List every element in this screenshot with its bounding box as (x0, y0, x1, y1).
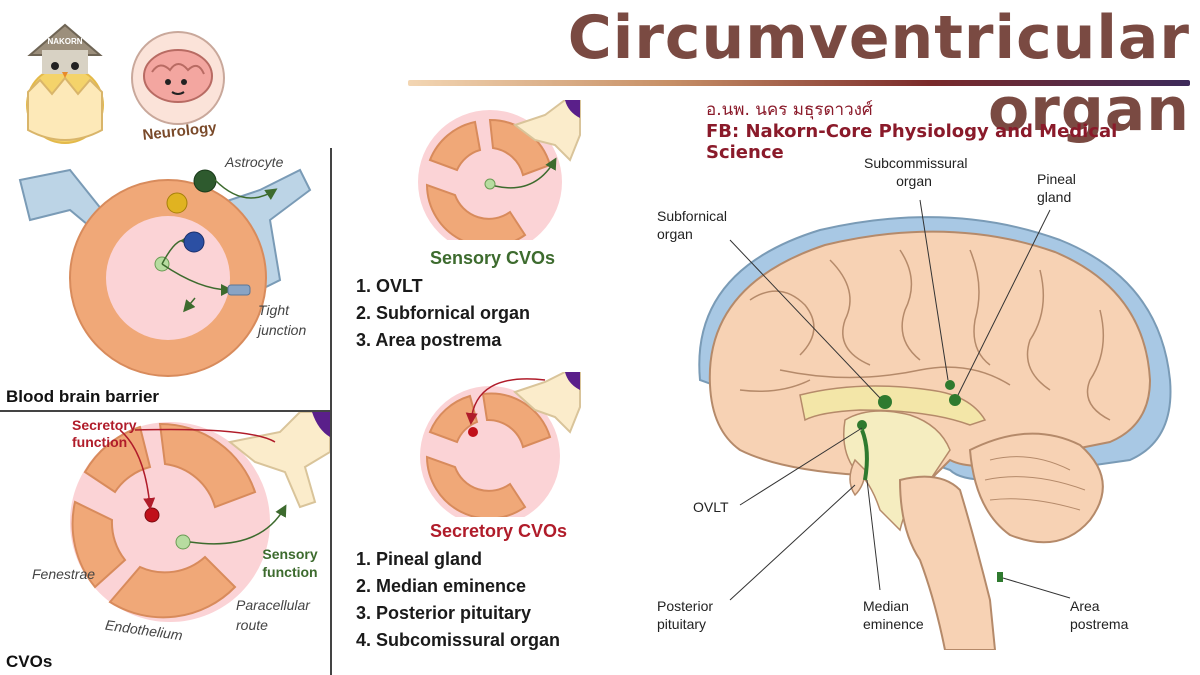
tight-junction-label: Tight junction (258, 302, 307, 338)
chick-logo: NAKORN (26, 23, 104, 144)
ovlt-marker (857, 420, 867, 430)
secretory-cvo-icon (420, 372, 581, 517)
facebook-page: FB: Nakorn-Core Physiology and Medical S… (706, 121, 1118, 163)
sensory-function-label: Sensory function (262, 546, 318, 580)
list-item: 3. Posterior pituitary (356, 603, 532, 623)
cvo-caption: CVOs (6, 652, 53, 671)
author-name: อ.นพ. นคร มธุรดาวงศ์ (706, 100, 873, 120)
cerebrum (708, 230, 1152, 482)
fenestrae-label: Fenestrae (32, 566, 96, 582)
median-eminence-label: Median eminence (863, 598, 924, 632)
area-postrema-label: Area postrema (1070, 598, 1129, 632)
subcommissural-label: Subcommissural organ (864, 155, 968, 189)
chick-logo-text: NAKORN (47, 37, 82, 46)
vessel-lumen (106, 216, 230, 340)
sensory-dot (175, 534, 191, 550)
secretory-cvos-list: 1. Pineal gland 2. Median eminence 3. Po… (356, 546, 560, 654)
secretory-cvos-heading: Secretory CVOs (430, 521, 568, 541)
list-item: 2. Subfornical organ (356, 303, 531, 323)
vertical-divider (330, 148, 332, 675)
brainstem (898, 475, 997, 650)
paracellular-label: Paracellular route (236, 597, 310, 633)
list-item: 4. Subcomissural organ (356, 630, 561, 650)
bbb-caption: Blood brain barrier (6, 387, 160, 406)
brain-logo: Neurology (131, 31, 225, 144)
subfornical-organ-marker (878, 395, 892, 409)
title-underline (408, 80, 1190, 86)
secretory-function-label: Secretory function (72, 417, 137, 450)
secretory-dot (144, 507, 160, 523)
median-eminence-marker (860, 429, 869, 481)
ovlt-label: OVLT (693, 499, 729, 515)
subcommissural-marker (945, 380, 955, 390)
list-item: 1. OVLT (356, 276, 423, 296)
cvo-neuron (227, 412, 330, 509)
astrocyte-label: Astrocyte (225, 154, 284, 170)
cvo-diagram (70, 412, 330, 622)
subfornical-label: Subfornical organ (657, 208, 728, 242)
pineal-label: Pineal gland (1037, 171, 1076, 205)
page-title: Circumventricular organ (567, 3, 1190, 145)
neurology-logo-text: Neurology (142, 119, 218, 144)
tight-junction-icon (227, 284, 251, 296)
list-item: 3. Area postrema (356, 330, 502, 350)
list-item: 2. Median eminence (356, 576, 527, 596)
bbb-diagram (18, 168, 312, 377)
green-ball-icon (193, 169, 217, 193)
sensory-cvo-icon (418, 100, 581, 240)
corpus-callosum (799, 385, 987, 426)
sensory-cvos-heading: Sensory CVOs (430, 248, 556, 268)
area-postrema-marker (997, 572, 1003, 582)
cerebellum (968, 432, 1104, 544)
list-item: 1. Pineal gland (356, 549, 483, 569)
blue-ball-icon (183, 231, 205, 253)
yellow-ball-icon (166, 192, 188, 214)
posterior-pituitary-label: Posterior pituitary (657, 598, 714, 632)
pineal-marker (949, 394, 961, 406)
sensory-cvos-list: 1. OVLT 2. Subfornical organ 3. Area pos… (356, 273, 530, 354)
brain-sagittal-diagram (698, 199, 1172, 650)
logo-group: NAKORN Neurology (26, 23, 225, 144)
horizontal-divider (0, 410, 330, 412)
